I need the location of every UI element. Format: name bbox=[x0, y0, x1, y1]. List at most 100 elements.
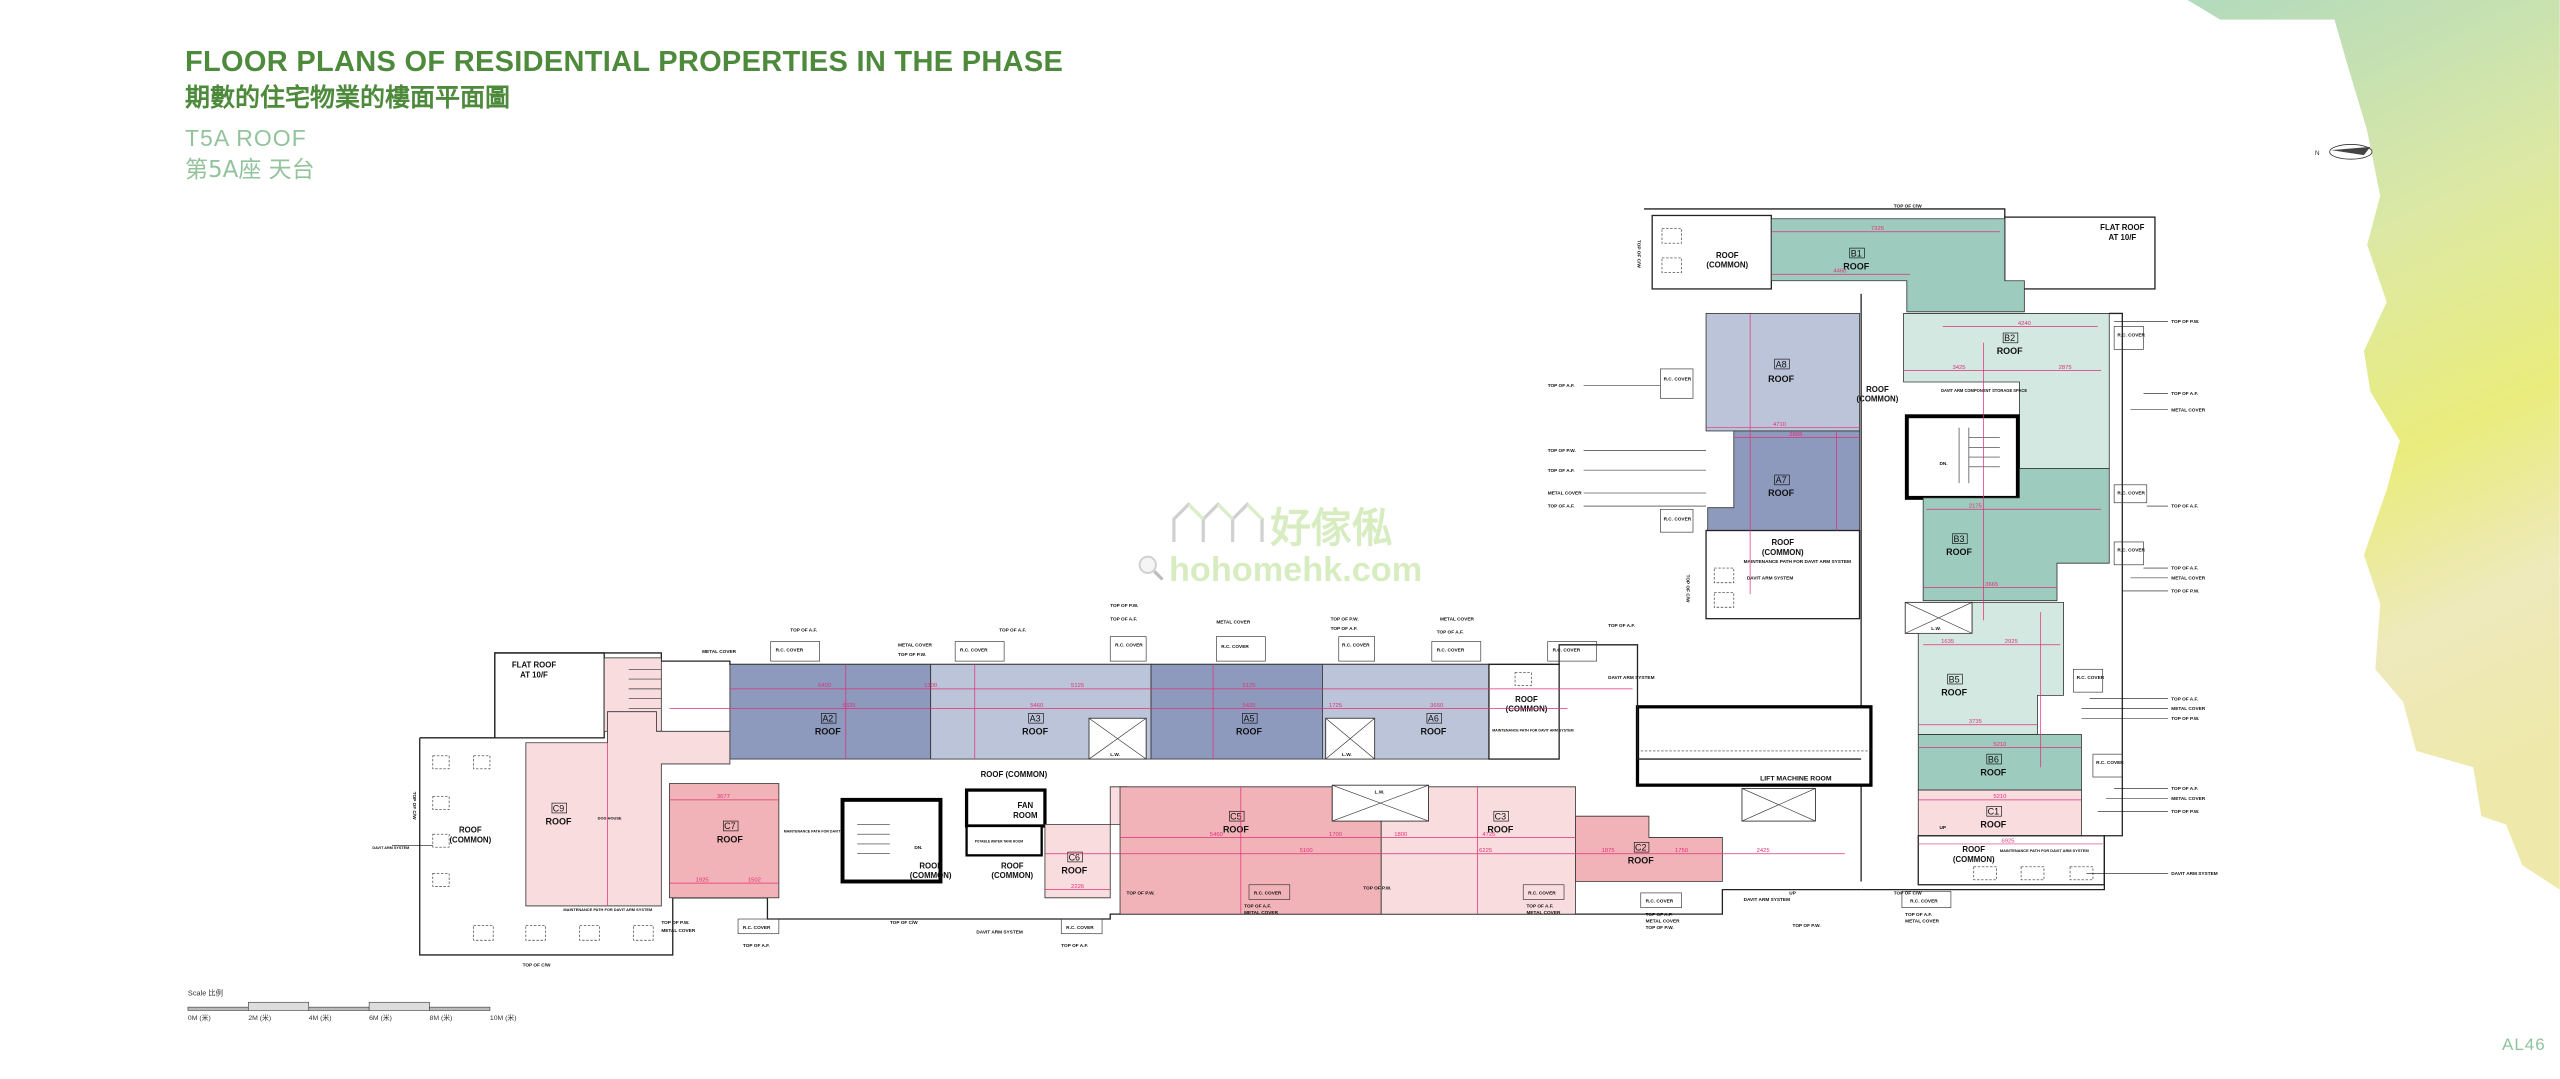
unit-label: ROOF bbox=[1628, 856, 1654, 866]
light-well-label: L.W. bbox=[1931, 626, 1941, 632]
dimension-label: 3735 bbox=[1969, 719, 1983, 725]
top-of-af-label: TOP OF A.F. bbox=[1608, 623, 1635, 629]
unit-b1-roof: B1 ROOF bbox=[1770, 218, 2025, 313]
dimension-label: 3650 bbox=[1430, 703, 1444, 709]
unit-a8-roof: A8 ROOF bbox=[1705, 313, 1860, 432]
wing-left: FLAT ROOF AT 10/F DN. ROOF (COMMON) MAIN… bbox=[372, 603, 1862, 968]
dimension-label: 6325 bbox=[843, 703, 857, 709]
watermark-url: hohomehk.com bbox=[1169, 551, 1422, 589]
rc-cover-label: R.C. COVER bbox=[1664, 517, 1692, 523]
dimension-label: 5210 bbox=[1993, 742, 2007, 748]
top-of-af-label: TOP OF A.F. bbox=[2171, 504, 2198, 510]
roof-common-label: (COMMON) bbox=[1857, 395, 1899, 404]
dimension-label: 1700 bbox=[1329, 832, 1343, 838]
roof-common-label: (COMMON) bbox=[1953, 855, 1995, 864]
unit-label: ROOF bbox=[1487, 825, 1513, 835]
unit-label: ROOF bbox=[1223, 825, 1249, 835]
dimension-label: 5460 bbox=[1030, 703, 1044, 709]
unit-code: A7 bbox=[1776, 475, 1787, 485]
metal-cover-label: METAL COVER bbox=[1216, 620, 1250, 626]
water-tank-room-label: POTABLE WATER TANK ROOM bbox=[975, 839, 1024, 843]
unit-c6-roof: C6 ROOF bbox=[1044, 786, 1127, 899]
top-of-cw-label: TOP OF C/W bbox=[1894, 891, 1922, 897]
unit-label: ROOF bbox=[1941, 687, 1967, 697]
maintenance-path-label: MAINTENANCE PATH FOR DAVIT ARM SYSTEM bbox=[2000, 848, 2089, 853]
maintenance-path-label: MAINTENANCE PATH FOR DAVIT ARM SYSTEM bbox=[1492, 728, 1573, 732]
rc-cover-label: R.C. COVER bbox=[1437, 647, 1465, 653]
tower-right: ROOF (COMMON) FLAT ROOF AT 10/F B1 ROOF … bbox=[1548, 203, 2218, 924]
rc-cover-label: R.C. COVER bbox=[1066, 925, 1094, 931]
unit-code: C1 bbox=[1988, 807, 1999, 817]
flat-roof-level-label: AT 10/F bbox=[2108, 233, 2136, 242]
scale-tick-label: 4M (米) bbox=[309, 1013, 332, 1022]
flat-roof-level-label: AT 10/F bbox=[520, 670, 548, 679]
stair-down-label: DN. bbox=[914, 845, 922, 851]
unit-code: B6 bbox=[1988, 754, 1999, 764]
top-of-pw-label: TOP OF P.W. bbox=[2171, 589, 2199, 595]
roof-common-label: ROOF bbox=[1515, 695, 1538, 704]
dimension-label: 5125 bbox=[1242, 683, 1256, 689]
stair-core bbox=[840, 797, 943, 884]
metal-cover-label: METAL COVER bbox=[661, 928, 695, 934]
scale-tick-label: 2M (米) bbox=[248, 1013, 271, 1022]
maintenance-path-label: MAINTENANCE PATH FOR DAVIT ARM SYSTEM bbox=[563, 907, 652, 912]
dimension-label: 7325 bbox=[1871, 226, 1885, 232]
top-of-pw-label: TOP OF P.W. bbox=[1793, 923, 1821, 929]
rc-cover-label: R.C. COVER bbox=[1254, 891, 1282, 897]
lift-machine-room-label: LIFT MACHINE ROOM bbox=[1760, 775, 1832, 782]
top-of-af-label: TOP OF A.F. bbox=[790, 628, 817, 634]
metal-cover-label: METAL COVER bbox=[702, 649, 736, 655]
scale-tick-label: 10M (米) bbox=[490, 1013, 517, 1022]
metal-cover-label: METAL COVER bbox=[1905, 918, 1939, 924]
stair-icon bbox=[857, 824, 890, 855]
metal-cover-label: METAL COVER bbox=[1646, 918, 1680, 924]
scale-bar: Scale 比例 0M (米) 2M (米) 4M (米) 6M (米) 8M … bbox=[187, 989, 517, 1022]
dimension-label: 3425 bbox=[1953, 365, 1967, 371]
unit-label: ROOF bbox=[1768, 374, 1794, 384]
north-arrow-icon: N bbox=[2315, 144, 2373, 160]
unit-b3-roof: B3 ROOF bbox=[1922, 468, 2110, 602]
roof-common-label: (COMMON) bbox=[1706, 261, 1748, 270]
unit-a2-roof: A2 ROOF bbox=[729, 663, 932, 760]
unit-code: A6 bbox=[1428, 714, 1439, 724]
top-of-af-label: TOP OF A.F. bbox=[2171, 391, 2198, 397]
unit-code: C6 bbox=[1069, 852, 1080, 862]
annotation-group-bottom: R.C. COVER TOP OF P.W. METAL COVER TOP O… bbox=[661, 884, 1821, 949]
stair-core bbox=[1904, 414, 2020, 500]
unit-label: ROOF bbox=[815, 727, 841, 737]
dimension-label: 3665 bbox=[1985, 582, 1999, 588]
dimension-label: 2925 bbox=[2005, 639, 2019, 645]
metal-cover-label: METAL COVER bbox=[2171, 407, 2205, 413]
top-of-pw-label: TOP OF P.W. bbox=[1646, 925, 1674, 931]
unit-code: B3 bbox=[1954, 534, 1965, 544]
roof-common-label: (COMMON) bbox=[449, 835, 491, 844]
dimension-label: 2425 bbox=[1757, 848, 1771, 854]
rc-cover-label: R.C. COVER bbox=[1910, 899, 1938, 905]
top-of-pw-label: TOP OF P.W. bbox=[1363, 886, 1391, 892]
rc-cover-label: R.C. COVER bbox=[2077, 675, 2105, 681]
dimension-label: 1925 bbox=[696, 877, 710, 883]
light-well: L.W. bbox=[1088, 717, 1147, 760]
annotation-group-right: R.C. COVER TOP OF P.W. TOP OF A.F. METAL… bbox=[1548, 240, 2218, 924]
magnifier-icon bbox=[1138, 555, 1164, 581]
top-of-cw-label: TOP OF C/W bbox=[411, 792, 417, 820]
lift-machine-room: LIFT MACHINE ROOM bbox=[1635, 705, 1873, 822]
top-of-af-label: TOP OF A.F. bbox=[1548, 504, 1575, 510]
davit-arm-label: DAVIT ARM SYSTEM bbox=[1608, 675, 1654, 681]
top-of-af-label: TOP OF A.F. bbox=[1437, 629, 1464, 635]
top-of-af-label: TOP OF A.F. bbox=[1110, 616, 1137, 622]
metal-cover-label: METAL COVER bbox=[1548, 491, 1582, 497]
davit-arm-label: DAVIT ARM SYSTEM bbox=[372, 846, 409, 850]
unit-label: ROOF bbox=[1022, 727, 1048, 737]
top-of-af-label: TOP OF A.F. bbox=[1331, 626, 1358, 632]
roof-common-label: ROOF bbox=[1001, 861, 1024, 870]
annotation-group-top: R.C. COVER TOP OF A.F. METAL COVER TOP O… bbox=[702, 603, 1654, 681]
metal-cover-label: METAL COVER bbox=[2171, 575, 2205, 581]
dimension-label: 1635 bbox=[1941, 639, 1955, 645]
top-of-cw-label: TOP OF C/W bbox=[1635, 240, 1641, 268]
page-title-chinese: 期數的住宅物業的樓面平面圖 bbox=[185, 83, 511, 112]
metal-cover-label: METAL COVER bbox=[1244, 910, 1278, 916]
top-of-pw-label: TOP OF P.W. bbox=[1110, 603, 1138, 609]
top-of-cw-label: TOP OF C/W bbox=[1894, 203, 1922, 209]
